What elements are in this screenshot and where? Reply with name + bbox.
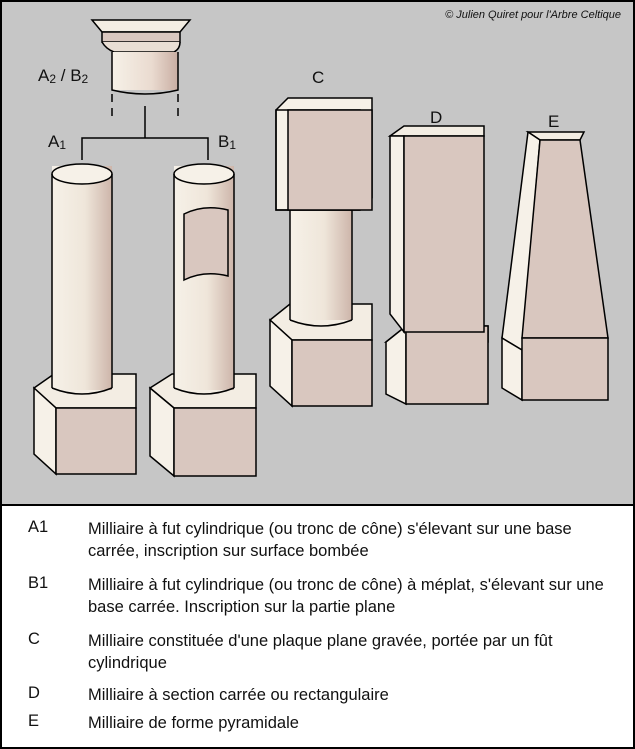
- credit-text: © Julien Quiret pour l'Arbre Celtique: [445, 9, 621, 21]
- label-c: C: [312, 68, 325, 87]
- legend-description: Milliaire de forme pyramidale: [88, 714, 299, 732]
- label-b2-main: B: [70, 66, 82, 85]
- label-a1: A1: [48, 132, 66, 152]
- column-c: [268, 97, 373, 408]
- legend-code: C: [28, 630, 40, 648]
- diagram-panel: © Julien Quiret pour l'Arbre Celtique A2…: [2, 2, 633, 506]
- legend-code: D: [28, 684, 40, 702]
- label-a2-b2: A2 / B2: [38, 66, 88, 86]
- label-a2-main: A: [38, 66, 50, 85]
- label-b1: B1: [218, 132, 236, 152]
- label-a2-sub: 2: [49, 72, 57, 86]
- label-a1-main: A: [48, 132, 60, 151]
- legend-description: Milliaire à section carrée ou rectangula…: [88, 686, 389, 704]
- label-separator: /: [56, 66, 71, 85]
- milestone-diagram: [32, 19, 609, 478]
- legend-code: E: [28, 712, 40, 730]
- legend-code: A1: [28, 518, 49, 536]
- column-b1: [148, 163, 257, 478]
- legend-description: Milliaire à fut cylindrique (ou tronc de…: [88, 520, 572, 560]
- legend-code: B1: [28, 574, 49, 592]
- label-d: D: [430, 108, 443, 127]
- label-b2-sub: 2: [81, 72, 89, 86]
- legend-description: Milliaire constituée d'une plaque plane …: [88, 632, 553, 672]
- column-e: [501, 130, 609, 402]
- label-e: E: [548, 112, 560, 131]
- capital-a2-b2: [90, 19, 192, 95]
- label-b1-main: B: [218, 132, 230, 151]
- legend-description: Milliaire à fut cylindrique (ou tronc de…: [88, 576, 604, 616]
- label-a1-sub: 1: [59, 138, 67, 152]
- dashed-link: [81, 94, 209, 160]
- column-a1: [32, 163, 137, 476]
- label-b1-sub: 1: [229, 138, 237, 152]
- column-d: [383, 125, 489, 406]
